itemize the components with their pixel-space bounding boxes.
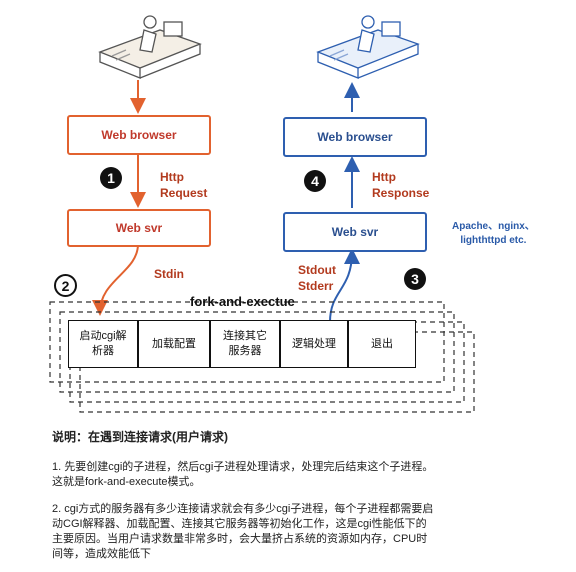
note-2-line2: 动CGI解释器、加载配置、连接其它服务器等初始化工作，这是cgi性能低下的: [52, 518, 427, 530]
step-exit-label: 退出: [371, 337, 393, 350]
step-1-number: 1: [107, 170, 115, 186]
http-request-line1: Http: [160, 170, 184, 184]
http-response-line1: Http: [372, 170, 396, 184]
note-2-line1: 2. cgi方式的服务器有多少连接请求就会有多少cgi子进程，每个子进程都需要启: [52, 503, 434, 515]
step-logic-processing: 逻辑处理: [280, 320, 348, 368]
step-connect-line2: 服务器: [228, 345, 262, 357]
step-start-cgi-parser: 启动cgi解析器: [68, 320, 138, 368]
note-paragraph-2: 2. cgi方式的服务器有多少连接请求就会有多少cgi子进程，每个子进程都需要启…: [52, 502, 433, 562]
stderr-label: Stderr: [298, 279, 334, 293]
step-4-badge: 4: [304, 170, 326, 192]
step-load-config: 加载配置: [138, 320, 210, 368]
step-start-cgi-line2: 析器: [92, 345, 114, 357]
http-request-label: Http Request: [160, 169, 207, 201]
servers-note-line1: Apache、nginx、: [452, 221, 535, 232]
step-connect-servers: 连接其它服务器: [210, 320, 280, 368]
web-servers-note: Apache、nginx、 lighthttpd etc.: [452, 220, 535, 248]
note-2-line4: 间等，造成效能低下: [52, 548, 151, 560]
web-browser-box-left: Web browser: [67, 115, 211, 155]
step-start-cgi-line1: 启动cgi解: [79, 330, 127, 342]
step-4-number: 4: [311, 173, 319, 189]
process-stack-frames: [49, 301, 475, 413]
user-at-desk-icon: [98, 15, 202, 79]
step-3-number: 3: [411, 271, 419, 287]
web-svr-box-left: Web svr: [67, 209, 211, 247]
step-2-number: 2: [61, 277, 70, 294]
web-svr-label: Web svr: [115, 221, 163, 235]
web-svr-label: Web svr: [331, 225, 379, 239]
http-response-label: Http Response: [372, 169, 429, 201]
note-2-line3: 主要原因。当用户请求数量非常多时，会大量挤占系统的资源如内存，CPU时: [52, 533, 428, 545]
stdout-stderr-label: Stdout Stderr: [298, 262, 336, 294]
step-3-badge: 3: [404, 268, 426, 290]
stdin-label: Stdin: [154, 267, 184, 281]
fork-and-execute-title: fork-and-exectue: [190, 294, 295, 309]
note-1-line2: 这就是fork-and-execute模式。: [52, 476, 201, 488]
arrow-stdin: [92, 243, 139, 316]
step-exit: 退出: [348, 320, 416, 368]
stdout-label: Stdout: [298, 263, 336, 277]
servers-note-line2: lighthttpd etc.: [460, 235, 527, 246]
web-browser-label: Web browser: [317, 130, 393, 144]
step-connect-line1: 连接其它: [223, 330, 267, 342]
notes-heading: 说明：在遇到连接请求(用户请求): [52, 430, 228, 444]
step-logic-label: 逻辑处理: [292, 337, 336, 350]
step-2-badge: 2: [54, 274, 77, 297]
web-svr-box-right: Web svr: [283, 212, 427, 252]
web-browser-label: Web browser: [101, 128, 177, 142]
step-load-config-label: 加载配置: [152, 337, 196, 350]
step-1-badge: 1: [100, 167, 122, 189]
user-at-desk-icon: [316, 15, 420, 79]
arrow-stdout: [329, 248, 360, 323]
http-response-line2: Response: [372, 186, 430, 200]
note-paragraph-1: 1. 先要创建cgi的子进程，然后cgi子进程处理请求，处理完后结束这个子进程。…: [52, 460, 433, 490]
note-1-line1: 1. 先要创建cgi的子进程，然后cgi子进程处理请求，处理完后结束这个子进程。: [52, 461, 434, 473]
web-browser-box-right: Web browser: [283, 117, 427, 157]
http-request-line2: Request: [160, 186, 208, 200]
